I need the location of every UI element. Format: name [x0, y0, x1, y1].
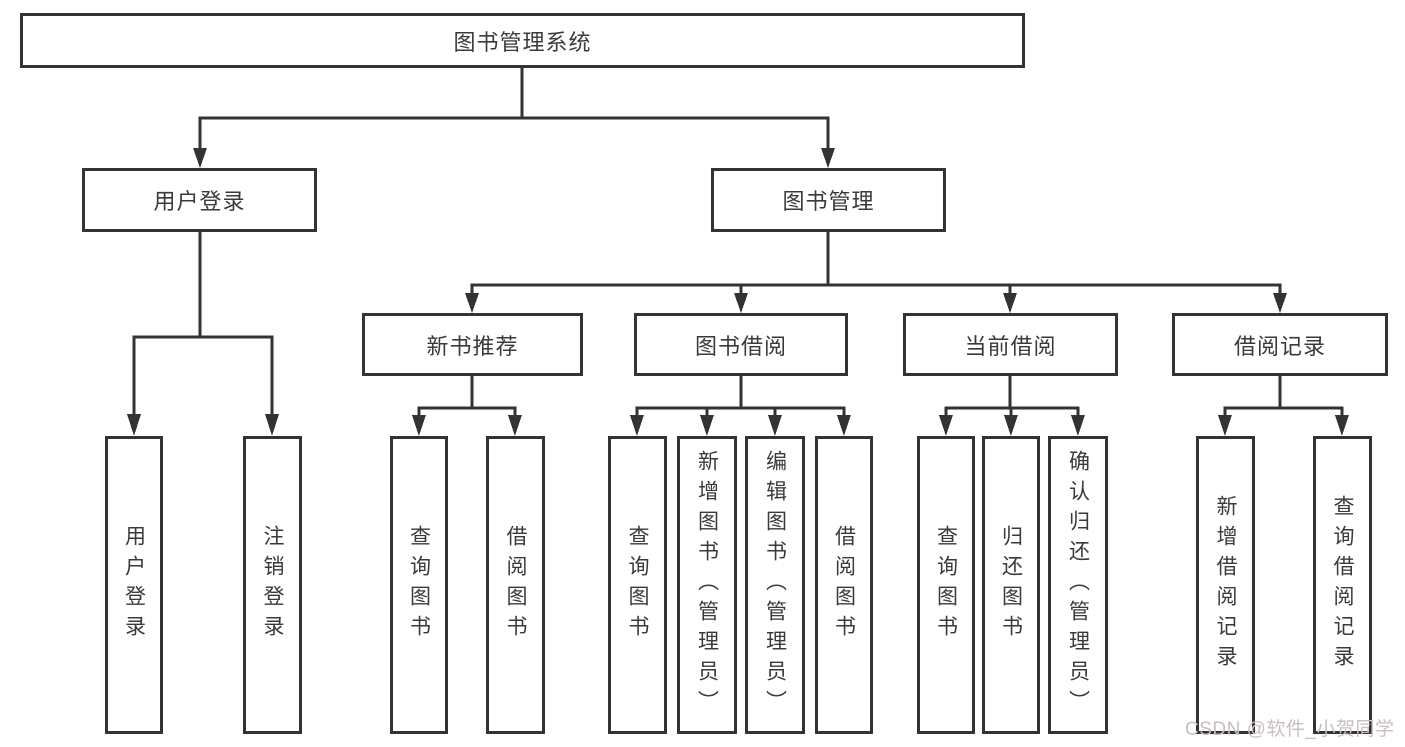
leaf-query-books-2: 查询图书	[608, 436, 667, 734]
connector-current-to-leaves	[939, 376, 1085, 436]
leaf-label: 查询图书	[934, 525, 958, 645]
leaf-label: 注销登录	[261, 525, 284, 645]
node-label: 借阅记录	[1233, 333, 1326, 359]
node-label: 用户登录	[153, 189, 246, 214]
node-label: 图书管理	[782, 189, 875, 214]
node-library-system: 图书管理系统	[20, 13, 1025, 68]
connector-new-books-to-leaves	[412, 376, 522, 436]
leaf-label: 查询图书	[407, 525, 431, 645]
connector-root-to-level2	[193, 68, 835, 168]
node-borrow-records: 借阅记录	[1172, 313, 1388, 376]
leaf-confirm-return-admin: 确认归还（管理员）	[1048, 436, 1108, 734]
leaf-label: 借阅图书	[504, 525, 527, 645]
leaf-label: 查询图书	[626, 525, 649, 645]
leaf-query-borrow-record: 查询借阅记录	[1313, 436, 1372, 734]
leaf-query-books-3: 查询图书	[917, 436, 975, 734]
connector-borrow-to-leaves	[630, 376, 851, 436]
leaf-add-book-admin: 新增图书（管理员）	[677, 436, 737, 734]
leaf-label: 确认归还（管理员）	[1066, 450, 1090, 720]
leaf-add-borrow-record: 新增借阅记录	[1196, 436, 1255, 734]
connector-records-to-leaves	[1218, 376, 1349, 436]
node-book-borrow: 图书借阅	[634, 313, 848, 376]
leaf-label: 编辑图书（管理员）	[763, 450, 787, 720]
leaf-borrow-books-2: 借阅图书	[815, 436, 873, 734]
node-label: 新书推荐	[426, 333, 519, 359]
node-label: 图书借阅	[694, 333, 787, 359]
node-book-management: 图书管理	[711, 168, 946, 232]
leaf-user-login: 用户登录	[105, 436, 163, 734]
leaf-borrow-books-1: 借阅图书	[486, 436, 545, 734]
leaf-logout: 注销登录	[243, 436, 302, 734]
leaf-query-books-1: 查询图书	[390, 436, 448, 734]
leaf-label: 归还图书	[999, 525, 1023, 645]
csdn-watermark: CSDN @软件_小贺同学	[1185, 719, 1395, 740]
leaf-label: 用户登录	[122, 525, 146, 645]
node-label: 当前借阅	[964, 333, 1057, 359]
leaf-label: 借阅图书	[832, 525, 856, 645]
node-current-borrow: 当前借阅	[903, 313, 1118, 376]
leaf-return-books: 归还图书	[982, 436, 1040, 734]
node-new-book-recommend: 新书推荐	[362, 313, 583, 376]
leaf-label: 新增图书（管理员）	[695, 450, 719, 720]
node-label: 图书管理系统	[453, 29, 592, 55]
connector-user-login-to-leaves	[127, 232, 279, 436]
leaf-label: 查询借阅记录	[1331, 495, 1354, 675]
leaf-label: 新增借阅记录	[1214, 495, 1237, 675]
node-user-login: 用户登录	[82, 168, 317, 232]
connector-book-mgmt-to-level3	[465, 232, 1287, 313]
leaf-edit-book-admin: 编辑图书（管理员）	[745, 436, 805, 734]
